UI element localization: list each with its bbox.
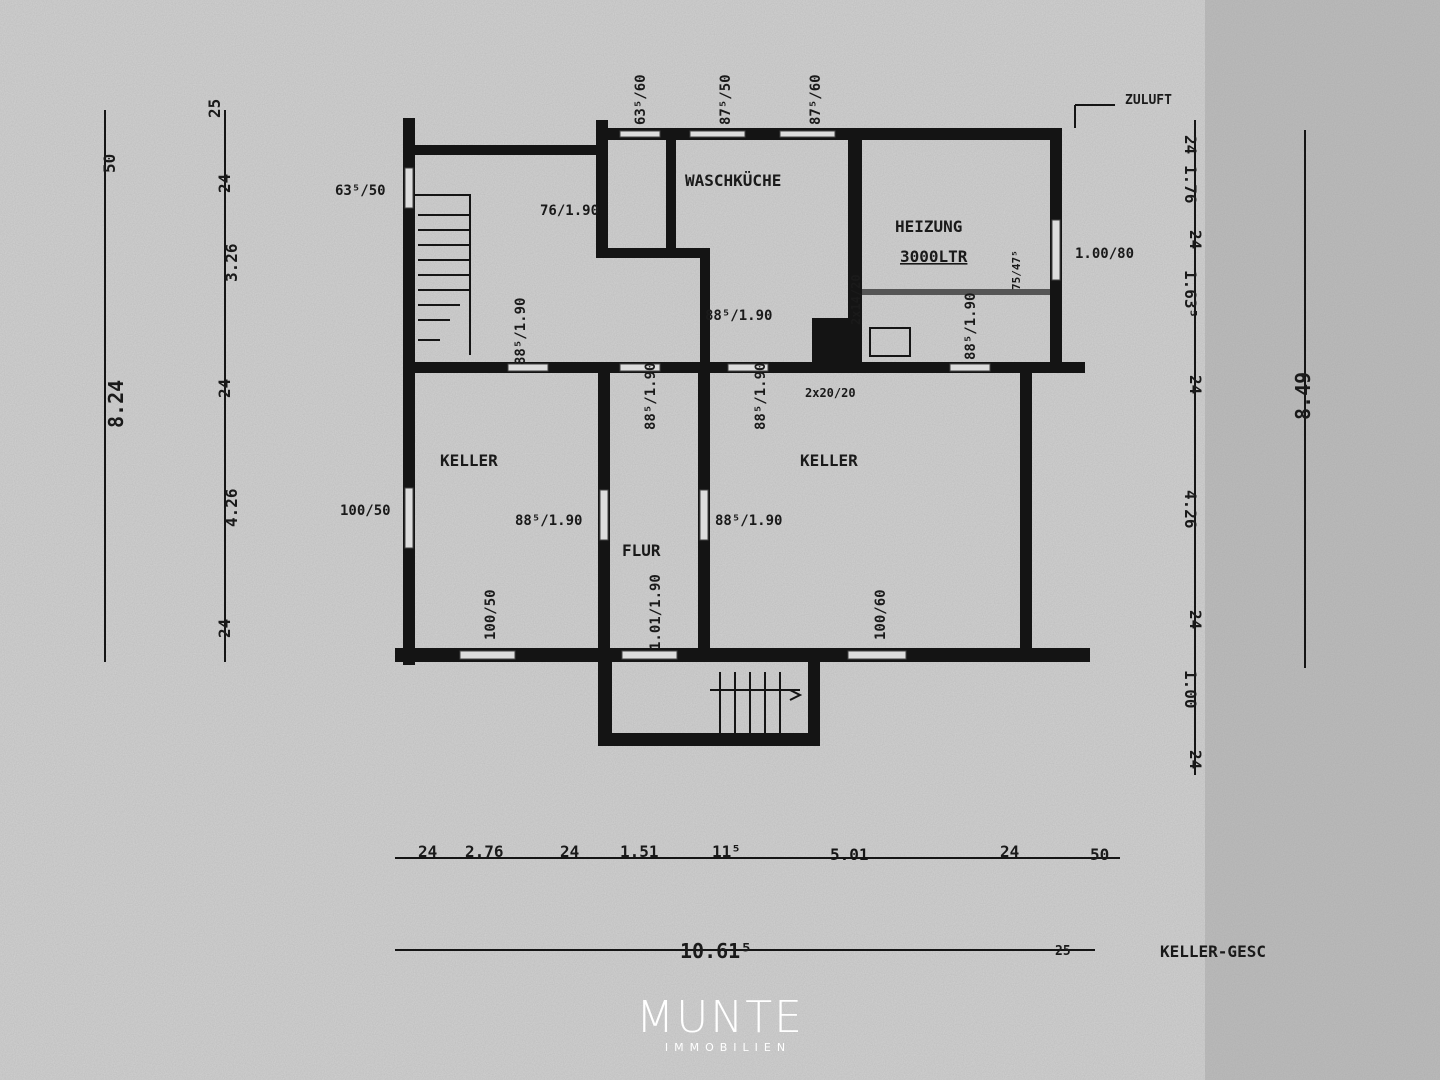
left-dimensions: 25 50 24 3.26 24 4.26 24 8.24: [100, 99, 241, 638]
dim-bottom: 2.76: [465, 842, 504, 861]
opening-heiz-window: 1.00/80: [1075, 246, 1134, 262]
dim-total: 10.61⁵: [680, 939, 752, 963]
room-label-flur: FLUR: [622, 541, 661, 560]
zuluft-label: ZULUFT: [1125, 93, 1172, 108]
dim-bottom: 24: [418, 842, 437, 861]
stair-inner: [415, 194, 911, 735]
dim-bottom: 24: [560, 842, 579, 861]
dim-right: 24: [1186, 375, 1205, 394]
opening-keller-door-top: 88⁵/1.90: [753, 363, 769, 430]
dim-bottom: 1.51: [620, 842, 659, 861]
opening-stair-door: 88⁵/1.90: [513, 298, 529, 365]
right-dimensions: 24 1.76 24 1.63⁵ 24 4.26 24 1.00 24 8.49: [1181, 135, 1315, 769]
dim-left: 50: [100, 154, 119, 173]
dim-left-total: 8.24: [104, 380, 128, 428]
inner-opening-label: 75/47⁵: [1010, 250, 1023, 290]
dim-right: 24: [1186, 750, 1205, 769]
opening-bottom-window1: 100/50: [483, 589, 499, 640]
dim-total-end: 25: [1055, 944, 1071, 959]
dim-left: 3.26: [222, 243, 241, 282]
dimension-lines: [104, 104, 1306, 951]
dim-right-total: 8.49: [1291, 372, 1315, 420]
opening-wasch-door: 88⁵/1.90: [705, 308, 772, 324]
dim-bottom: 11⁵: [712, 842, 741, 861]
dim-left: 24: [215, 379, 234, 398]
dim-right: 24: [1186, 610, 1205, 629]
duct-label-1: 2x14/20: [849, 274, 863, 325]
opening-bottom-door: 1.01/1.90: [648, 574, 664, 650]
logo-munte: MUNTE: [636, 992, 804, 1043]
dim-right: 1.00: [1181, 670, 1200, 709]
dim-left: 25: [205, 99, 224, 118]
dim-bottom: 24: [1000, 842, 1019, 861]
dim-right: 1.76: [1181, 165, 1200, 204]
dim-right: 24: [1186, 230, 1205, 249]
tank-label: 3000LTR: [900, 247, 968, 266]
opening-flur-door-top: 88⁵/1.90: [643, 363, 659, 430]
dim-left: 24: [215, 619, 234, 638]
dim-right: 24: [1181, 135, 1200, 154]
floor-title: KELLER-GESC: [1160, 942, 1266, 961]
dim-bottom: 5.01: [830, 845, 869, 864]
opening-left-stair: 63⁵/50: [335, 183, 386, 199]
room-label-keller-right: KELLER: [800, 451, 858, 470]
dim-right: 1.63⁵: [1181, 270, 1200, 318]
room-label-heizung: HEIZUNG: [895, 217, 962, 236]
dim-left: 24: [215, 174, 234, 193]
opening-hall-door: 76/1.90: [540, 203, 599, 219]
room-label-waschkueche: WASCHKÜCHE: [685, 171, 781, 190]
opening-heiz-door: 88⁵/1.90: [963, 293, 979, 360]
opening-keller-left-door: 88⁵/1.90: [515, 513, 582, 529]
dim-left: 4.26: [222, 488, 241, 527]
opening-bottom-window2: 100/60: [873, 589, 889, 640]
logo-immobilien: IMMOBILIEN: [664, 1041, 792, 1054]
room-label-keller-left: KELLER: [440, 451, 498, 470]
opening-top3: 87⁵/60: [808, 74, 824, 125]
opening-left-window: 100/50: [340, 503, 391, 519]
opening-top1: 63⁵/60: [633, 74, 649, 125]
window-openings: [404, 130, 1061, 660]
dim-right: 4.26: [1181, 490, 1200, 529]
bottom-dimensions: 24 2.76 24 1.51 11⁵ 5.01 24 50 10.61⁵ 25: [418, 842, 1109, 963]
dim-bottom: 50: [1090, 845, 1109, 864]
opening-keller-right-door: 88⁵/1.90: [715, 513, 782, 529]
duct-label-2: 2x20/20: [805, 386, 856, 400]
opening-top2: 87⁵/50: [718, 74, 734, 125]
